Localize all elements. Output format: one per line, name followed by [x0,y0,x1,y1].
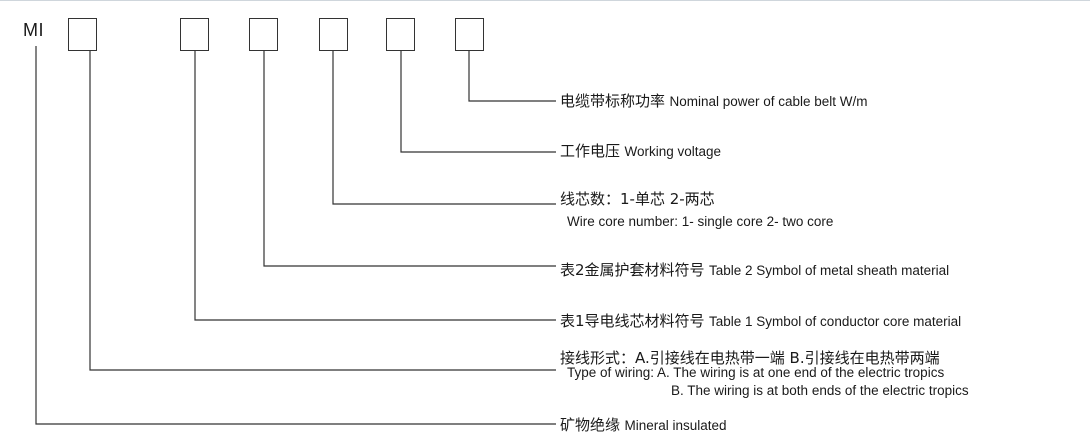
row-core-number: 线芯数：1-单芯 2-两芯 [560,188,715,209]
row-working-voltage: 工作电压 Working voltage [560,140,721,161]
code-box-2 [180,18,209,51]
row-conductor-material: 表1导电线芯材料符号 Table 1 Symbol of conductor c… [560,310,961,331]
code-box-3 [249,18,278,51]
leader-line-conductor [194,51,556,321]
row-mineral-insulated: 矿物绝缘 Mineral insulated [560,414,727,435]
leader-line-power [468,51,556,102]
row-label-cn: 电缆带标称功率 [560,92,666,110]
row-label-cn: 表1导电线芯材料符号 [560,312,705,330]
row-wiring-type: 接线形式：A.引接线在电热带一端 B.引接线在电热带两端 [560,347,940,368]
row-core-number-en: Wire core number: 1- single core 2- two … [567,214,834,229]
row-label-en: Working voltage [624,144,722,159]
code-box-5 [386,18,415,51]
row-label-en: Nominal power of cable belt W/m [669,94,868,109]
leader-line-mineral [35,46,556,425]
leader-line-wiring [89,51,556,371]
row-label-cn: 工作电压 [560,142,621,160]
row-sheath-material: 表2金属护套材料符号 Table 2 Symbol of metal sheat… [560,259,949,280]
row-label-cn: 表2金属护套材料符号 [560,261,705,279]
code-box-4 [319,18,348,51]
row-label-cn: 线芯数：1-单芯 2-两芯 [560,190,715,208]
row-wiring-type-en-a: Type of wiring: A. The wiring is at one … [567,365,945,380]
row-nominal-power: 电缆带标称功率 Nominal power of cable belt W/m [560,90,868,111]
row-label-en: Table 1 Symbol of conductor core materia… [709,314,962,329]
row-label-en: Mineral insulated [624,418,727,433]
leader-line-sheath [263,51,556,267]
leader-line-cores [332,51,556,205]
row-label-en: Table 2 Symbol of metal sheath material [709,263,950,278]
code-box-1 [68,18,97,51]
model-prefix: MI [23,20,44,40]
code-box-6 [455,18,484,51]
leader-line-voltage [400,51,556,153]
row-label-cn: 接线形式：A.引接线在电热带一端 B.引接线在电热带两端 [560,349,940,367]
row-wiring-type-en-b: B. The wiring is at both ends of the ele… [671,383,969,398]
row-label-cn: 矿物绝缘 [560,416,621,434]
top-rule [0,0,1090,1]
